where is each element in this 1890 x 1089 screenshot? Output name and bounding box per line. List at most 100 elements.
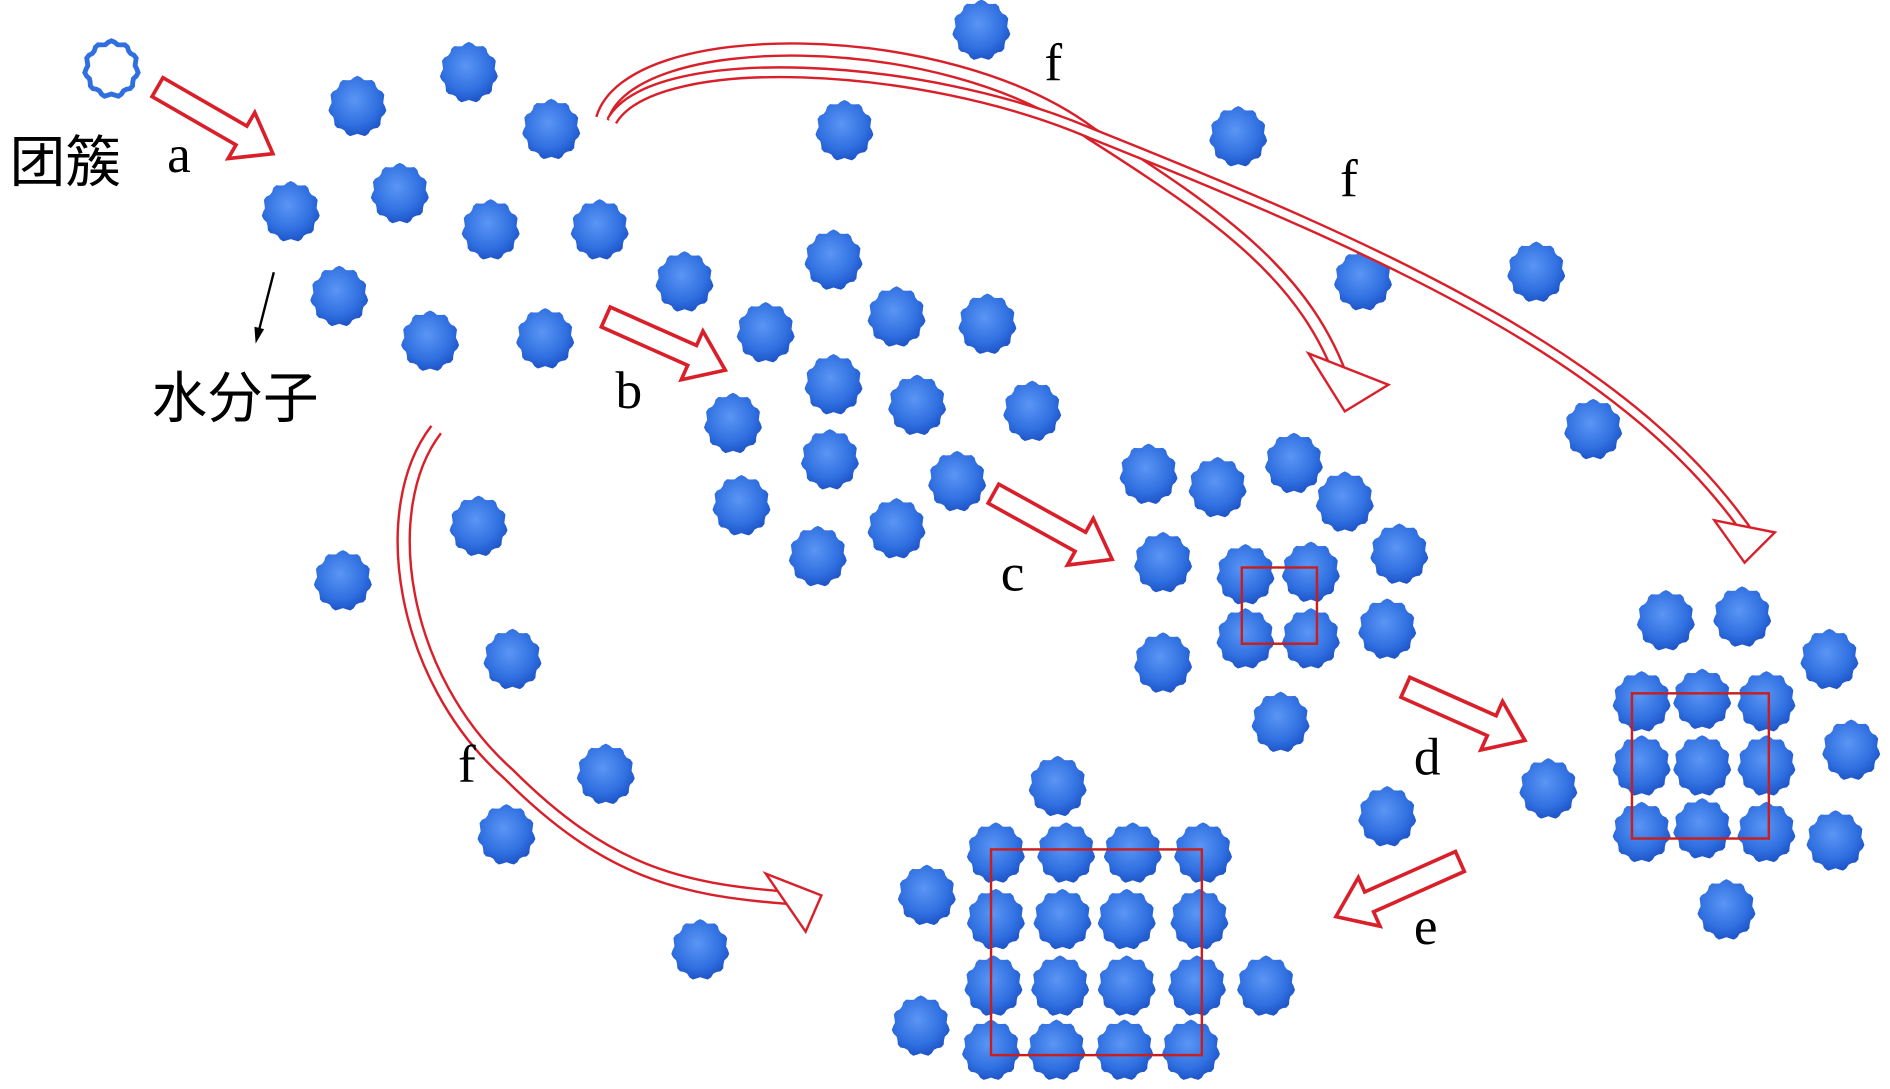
- water-molecule: [1134, 531, 1193, 593]
- water-molecule: [867, 498, 926, 559]
- cluster-icon: [82, 38, 141, 99]
- water-molecule: [461, 199, 520, 260]
- water-molecule: [1237, 955, 1296, 1016]
- water-molecule: [958, 293, 1017, 354]
- water-molecule: [477, 804, 536, 865]
- water-molecule: [671, 919, 730, 980]
- water-molecule: [966, 822, 1025, 883]
- water-molecule: [1612, 735, 1671, 796]
- water-molecule: [1033, 888, 1092, 950]
- arrow-b: [598, 304, 729, 383]
- water-molecule: [1281, 608, 1340, 669]
- label-c: c: [1001, 544, 1025, 603]
- label-a: a: [167, 125, 191, 184]
- water-molecule: [1095, 1019, 1154, 1080]
- water-molecule: [483, 628, 542, 690]
- arrow-c: [985, 481, 1115, 568]
- water-molecule: [1170, 888, 1229, 950]
- label-f-left: f: [458, 735, 476, 794]
- water-molecule: [401, 310, 460, 371]
- ice-nucleus-box-e: [989, 848, 1204, 1057]
- water-molecule: [804, 229, 863, 290]
- water-molecule: [1216, 544, 1275, 605]
- water-molecule: [1370, 523, 1429, 584]
- water-molecule: [1673, 798, 1732, 859]
- water-molecule: [1251, 691, 1310, 753]
- water-molecule: [1315, 471, 1374, 532]
- water-molecules: [261, 0, 1881, 1080]
- water-molecule: [1697, 879, 1756, 940]
- water-molecule: [1673, 735, 1732, 796]
- water-molecule: [1358, 786, 1417, 847]
- water-molecule: [1713, 586, 1772, 647]
- water-molecule: [952, 0, 1011, 60]
- water-molecule: [1264, 432, 1323, 494]
- water-molecule: [570, 199, 629, 260]
- water-molecule: [1737, 671, 1796, 732]
- water-molecule: [1281, 541, 1340, 602]
- water-molecule: [712, 475, 771, 536]
- water-molecule: [328, 75, 387, 137]
- water-molecule: [964, 955, 1023, 1016]
- curved-arrow-f-top-to-c: [595, 42, 1392, 414]
- water-molecule: [800, 429, 859, 490]
- water-molecule: [1134, 632, 1193, 693]
- water-molecule: [888, 374, 947, 435]
- water-molecule: [1612, 801, 1671, 863]
- water-molecule: [1188, 456, 1247, 518]
- water-molecule-label: 水分子: [151, 366, 318, 431]
- water-molecule: [576, 743, 635, 805]
- water-molecule: [1806, 810, 1865, 871]
- water-molecule: [1028, 755, 1087, 817]
- water-molecule: [897, 864, 956, 926]
- water-molecule: [928, 450, 987, 512]
- water-molecule: [1161, 1019, 1220, 1080]
- label-f-right: f: [1340, 149, 1358, 208]
- water-molecule: [1037, 822, 1096, 883]
- water-molecule: [804, 354, 863, 415]
- water-molecule: [516, 308, 575, 369]
- curved-arrow-f-top-to-d: [606, 66, 1778, 565]
- water-molecule: [1031, 955, 1090, 1016]
- label-f-top: f: [1044, 33, 1062, 92]
- water-molecule: [966, 888, 1025, 950]
- curved-arrow-f-left-to-e: [396, 425, 824, 935]
- water-molecule: [1216, 608, 1275, 669]
- arrow-a: [149, 75, 276, 161]
- pointer-arrow: [254, 271, 275, 344]
- water-molecule: [655, 251, 714, 312]
- water-molecule: [1334, 249, 1392, 311]
- water-molecule: [439, 41, 498, 103]
- arrow-d: [1398, 674, 1528, 753]
- water-molecule: [370, 162, 429, 224]
- water-molecule: [1358, 598, 1417, 659]
- label-d: d: [1414, 727, 1441, 786]
- straight-arrows: [149, 75, 1528, 929]
- water-molecule: [1822, 719, 1881, 780]
- water-molecule: [1168, 955, 1226, 1016]
- water-molecule: [313, 550, 372, 611]
- ice-nucleus-box-d: [1630, 692, 1771, 840]
- water-molecule: [1507, 241, 1566, 302]
- arrow-e: [1333, 849, 1467, 929]
- ice-nucleus-box-c: [1240, 566, 1319, 645]
- water-molecule: [1737, 735, 1796, 796]
- label-e: e: [1414, 897, 1438, 956]
- cluster-label: 团簇: [10, 131, 121, 196]
- water-molecule: [704, 392, 762, 454]
- water-molecule: [1800, 628, 1859, 690]
- water-molecule: [736, 302, 795, 363]
- water-molecule: [1612, 671, 1671, 732]
- water-molecule: [522, 98, 581, 160]
- water-molecule: [867, 286, 926, 347]
- label-b: b: [615, 361, 642, 420]
- water-molecule: [1174, 822, 1233, 883]
- water-molecule: [1003, 380, 1062, 442]
- water-molecule: [261, 181, 320, 242]
- water-molecule: [1636, 589, 1695, 651]
- water-molecule: [1103, 822, 1162, 883]
- water-molecule: [1097, 955, 1156, 1016]
- water-molecule: [1097, 888, 1156, 950]
- water-molecule: [1564, 398, 1623, 460]
